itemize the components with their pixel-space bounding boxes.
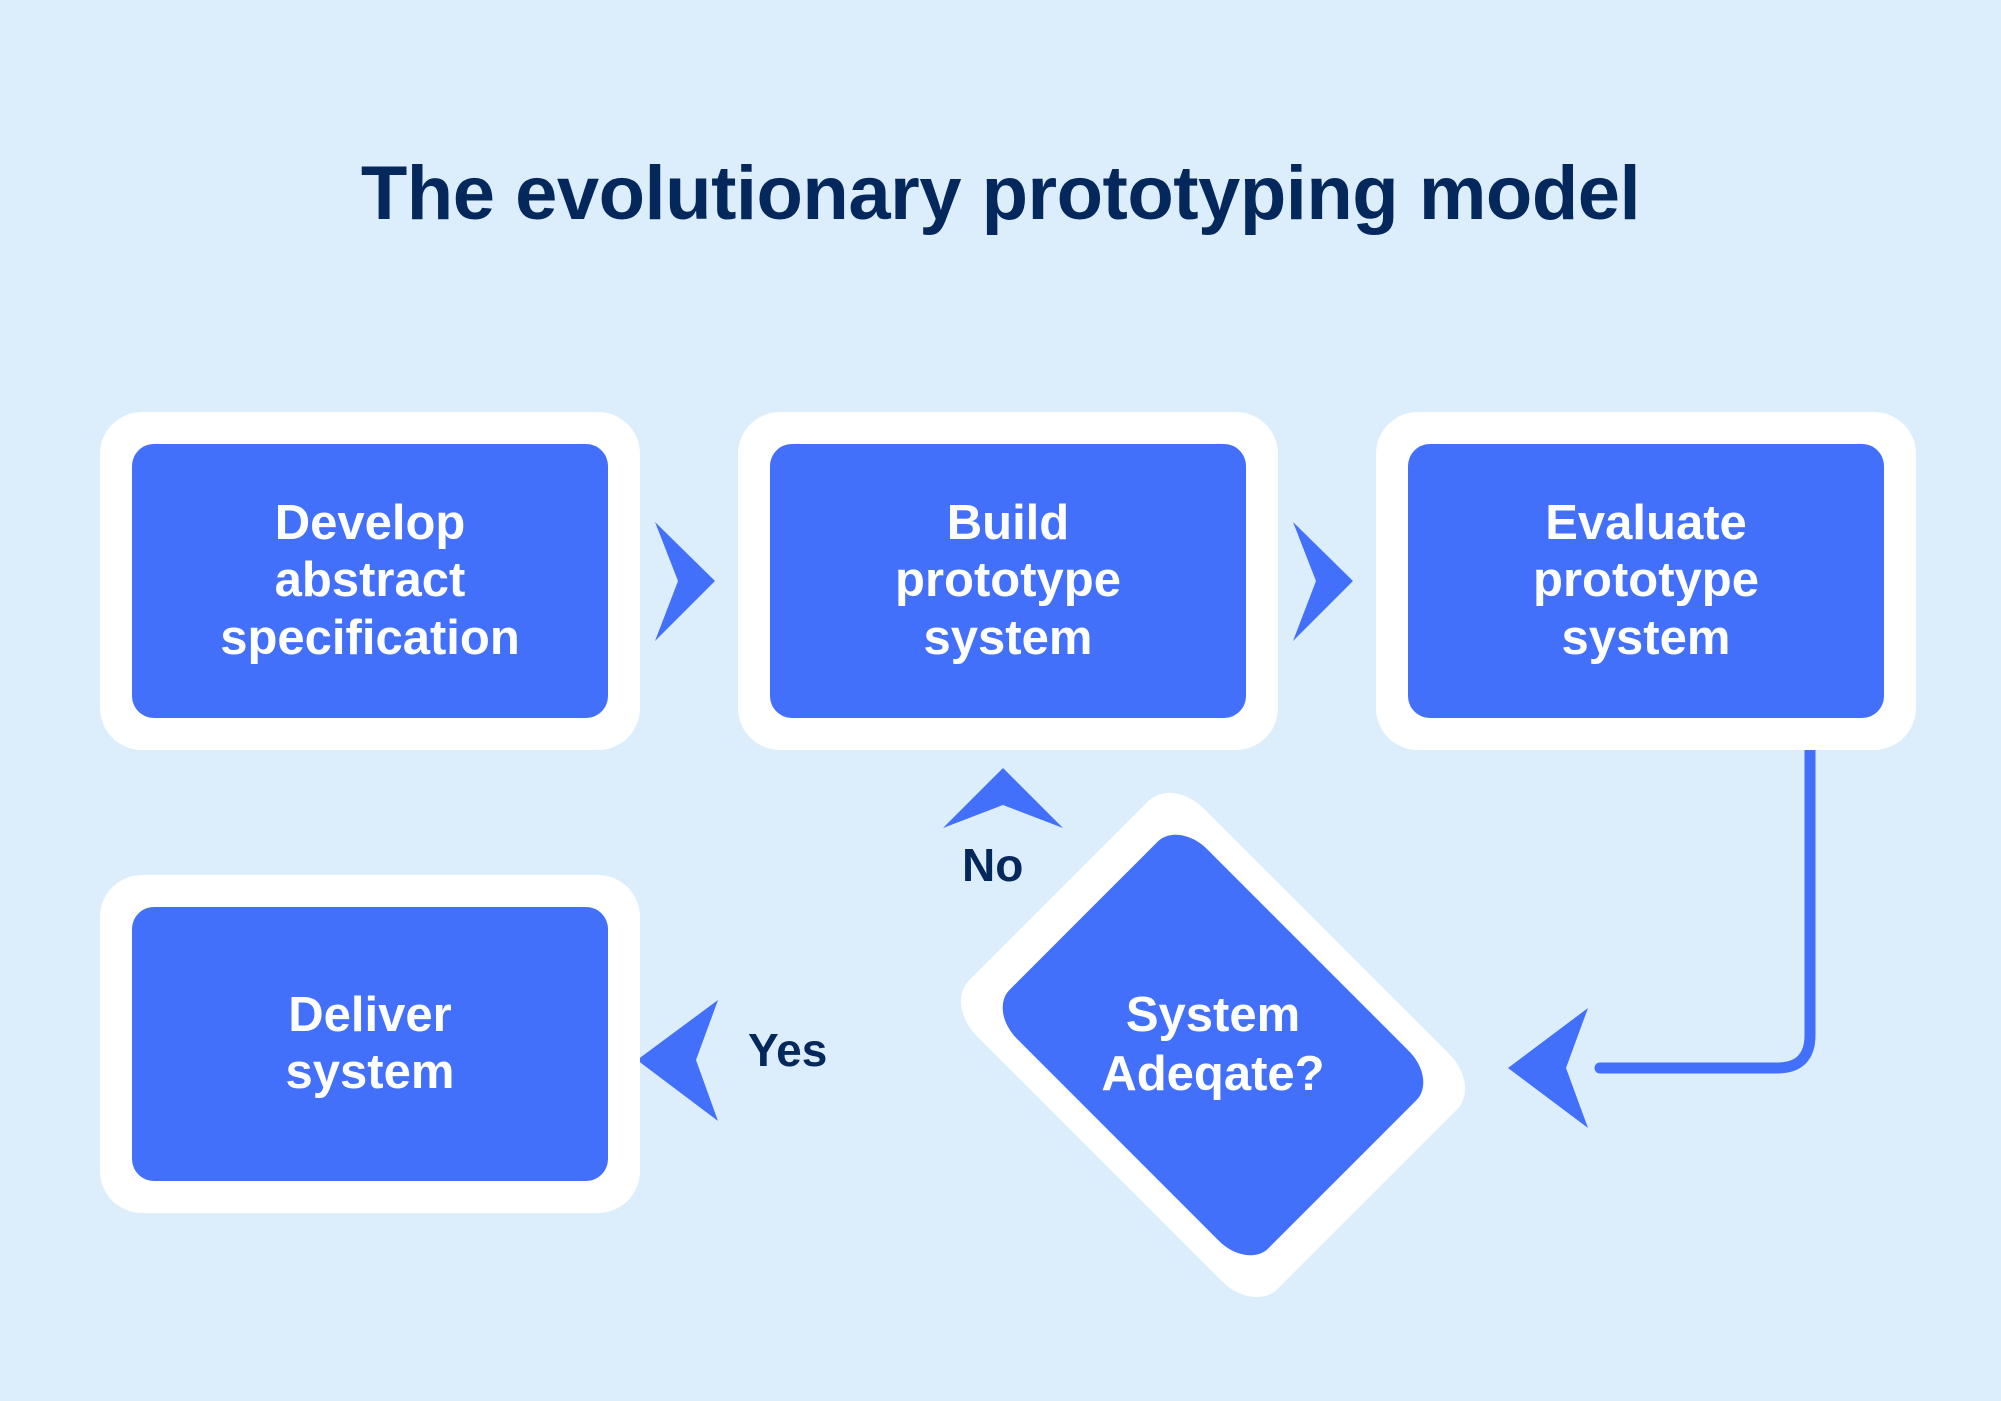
node-develop-line1: Develop (274, 496, 466, 550)
decision-line1: System (1125, 988, 1301, 1043)
arrow-build-to-evaluate (1293, 522, 1353, 641)
node-deliver-system[interactable]: Deliver system (100, 875, 640, 1213)
node-deliver-line1: Deliver (288, 987, 452, 1042)
node-evaluate-body: Evaluate prototype system (1408, 444, 1884, 718)
node-build-label: Build prototype system (885, 495, 1131, 667)
edge-label-no: No (962, 839, 1024, 891)
node-evaluate-line2: prototype (1533, 553, 1759, 608)
node-build-line1: Build (946, 496, 1070, 550)
arrowhead-into-decision (1508, 1008, 1588, 1128)
arrow-decision-to-build (943, 768, 1063, 828)
node-build-line3: system (923, 610, 1093, 665)
arrow-decision-to-deliver (637, 1000, 718, 1121)
connector-evaluate-to-decision (1594, 694, 1816, 1074)
node-develop-abstract-specification[interactable]: Develop abstract specification (100, 412, 640, 750)
decision-label: System Adeqate? (908, 820, 1518, 1270)
node-develop-line2: abstract (274, 553, 466, 608)
node-evaluate-line3: system (1561, 610, 1731, 665)
edge-label-yes: Yes (748, 1024, 828, 1076)
arrow-develop-to-build (655, 522, 715, 641)
node-evaluate-label: Evaluate prototype system (1523, 495, 1769, 667)
node-build-line2: prototype (895, 553, 1121, 608)
node-evaluate-prototype-system[interactable]: Evaluate prototype system (1376, 412, 1916, 750)
page-title: The evolutionary prototyping model (360, 151, 1641, 236)
node-develop-body: Develop abstract specification (132, 444, 608, 718)
node-develop-line3: specification (220, 610, 520, 665)
node-build-prototype-system[interactable]: Build prototype system (738, 412, 1278, 750)
decision-line2: Adeqate? (1101, 1047, 1325, 1101)
node-build-body: Build prototype system (770, 444, 1246, 718)
node-deliver-line2: system (285, 1045, 455, 1099)
node-develop-label: Develop abstract specification (210, 495, 530, 667)
node-decision-system-adequate[interactable]: System Adeqate? (908, 777, 1518, 1313)
node-deliver-body: Deliver system (132, 907, 608, 1181)
node-evaluate-line1: Evaluate (1545, 496, 1747, 550)
node-deliver-label: Deliver system (276, 987, 465, 1102)
